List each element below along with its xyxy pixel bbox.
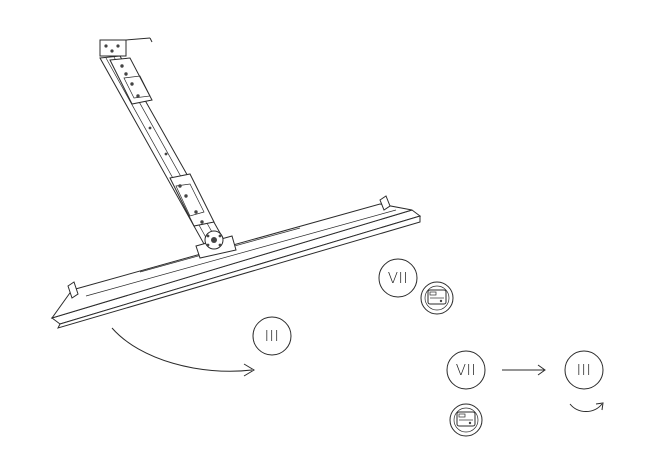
heater-panel <box>50 195 422 329</box>
rotation-arrow <box>111 327 255 377</box>
swivel-joint <box>195 230 237 259</box>
legend-to-label: III <box>577 361 592 379</box>
remote-control-icon <box>449 403 483 437</box>
legend-arrow <box>502 364 546 376</box>
ceiling-bracket <box>99 37 153 57</box>
step-label-top: VII <box>388 269 409 287</box>
legend-to-circle: III <box>564 350 604 390</box>
step-circle-top: VII <box>378 258 418 298</box>
legend-from-circle: VII <box>446 350 486 390</box>
legend-rotate-arrow-icon <box>569 402 604 412</box>
telescopic-arm <box>99 55 225 245</box>
step-circle-left: III <box>252 316 292 356</box>
step-label-left: III <box>265 327 280 345</box>
remote-control-icon <box>420 281 454 315</box>
legend-from-label: VII <box>456 361 477 379</box>
